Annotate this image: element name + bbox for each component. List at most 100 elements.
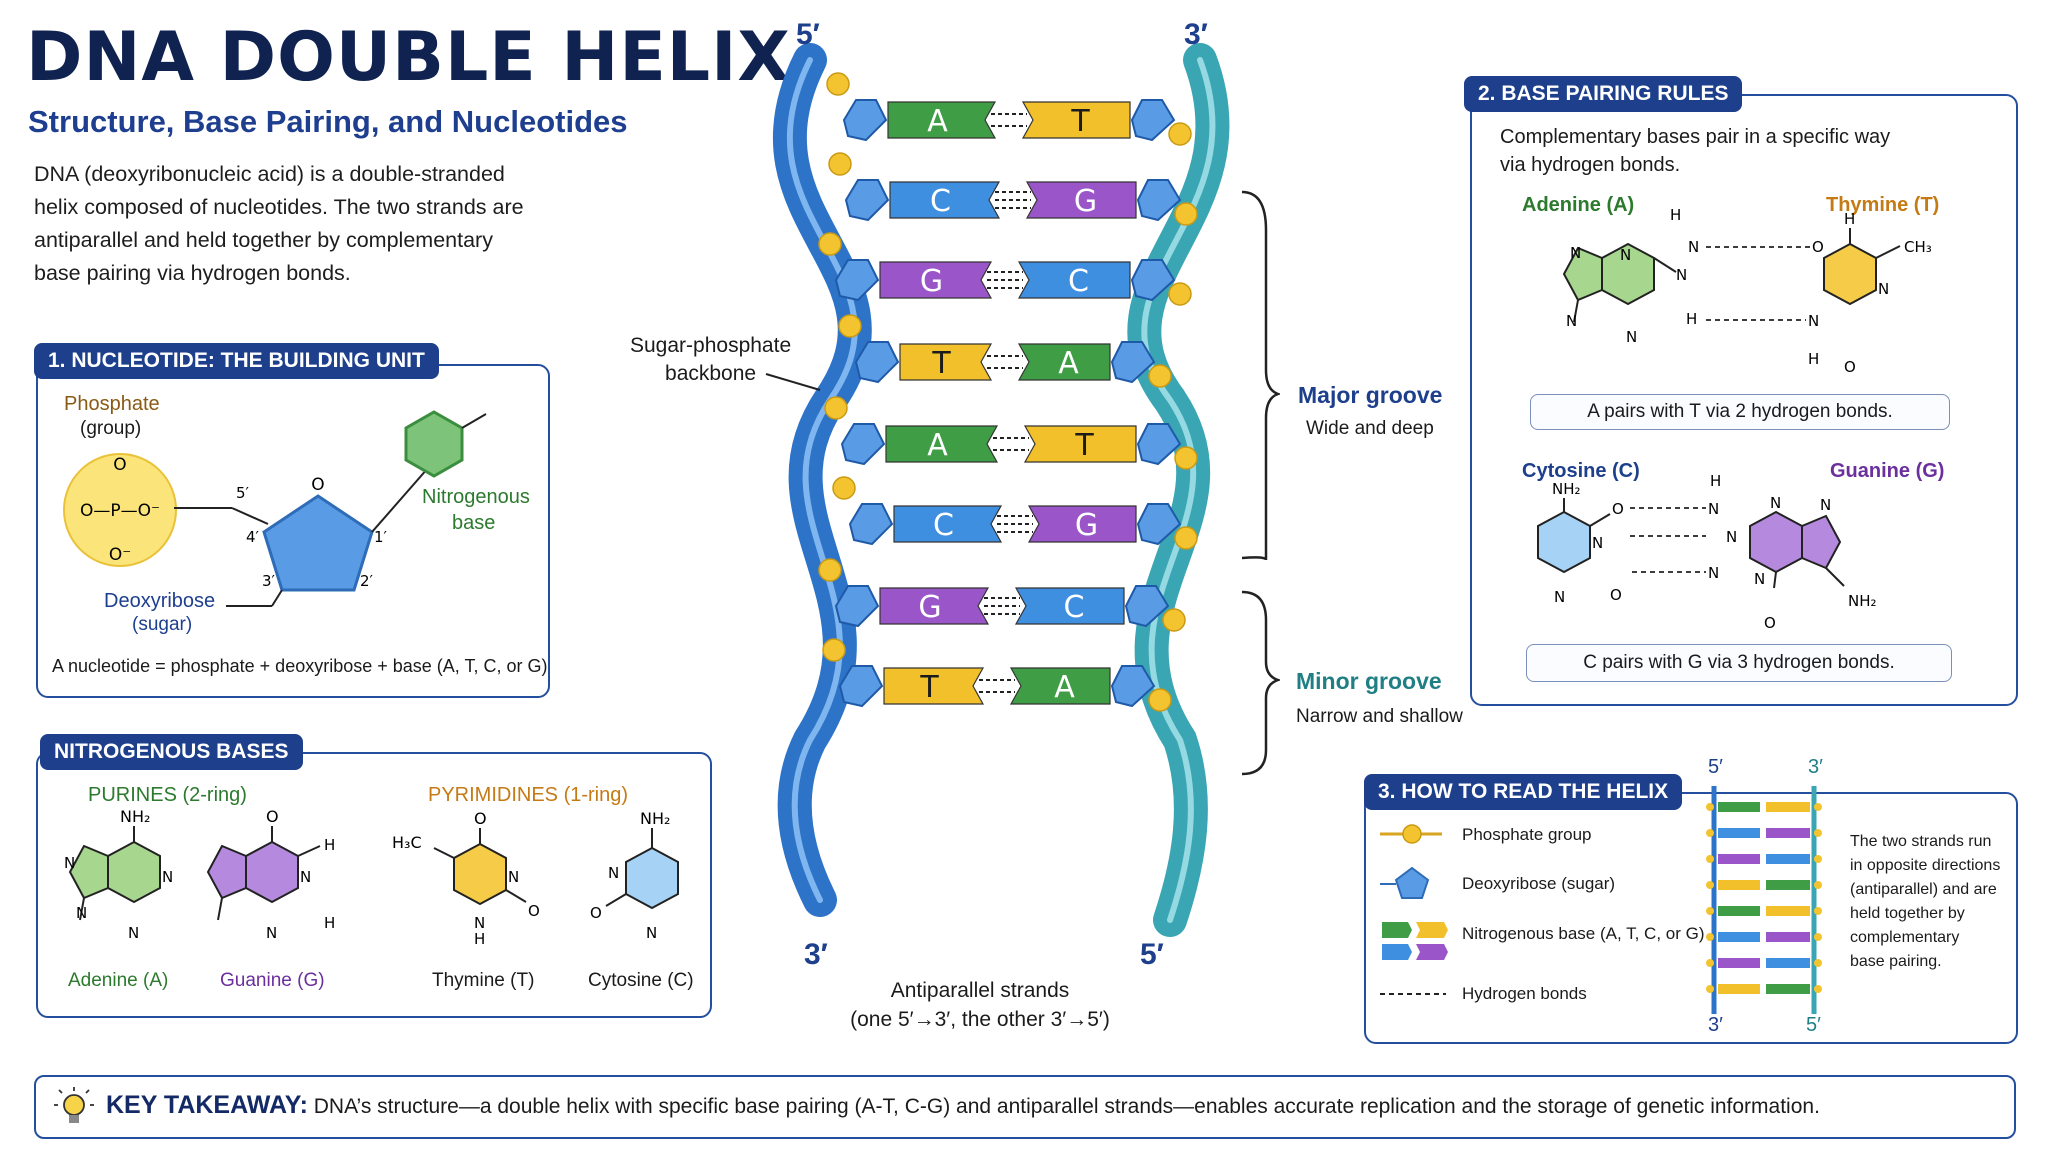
thymine-o: O — [474, 809, 487, 828]
right-base — [1014, 587, 1125, 625]
ladder-left-phosphate — [1706, 959, 1714, 967]
at-o: O — [1812, 238, 1824, 256]
right-sugar — [1136, 423, 1182, 466]
major-groove-desc: Wide and deep — [1306, 418, 1434, 439]
right-base — [1009, 667, 1111, 705]
ring-oxygen: O — [311, 475, 324, 495]
page-title: DNA DOUBLE HELIX — [26, 18, 791, 97]
left-base-letter: T — [931, 346, 951, 381]
guanine-n: N — [300, 868, 311, 886]
right-base-letter: T — [1074, 428, 1094, 463]
right-phosphate — [1162, 608, 1186, 632]
right-base-letter: T — [1070, 104, 1090, 139]
ladder-right-base — [1766, 854, 1810, 864]
reading-note-line: held together by — [1850, 905, 1965, 922]
bases-structures: NH₂ N N N N O H N H N O H₃C N O N H NH₂ … — [64, 807, 679, 948]
guanine-h: H — [324, 836, 335, 854]
page-subtitle: Structure, Base Pairing, and Nucleotides — [28, 104, 628, 139]
cg-n: N — [1754, 570, 1765, 588]
cytosine-nh2: NH₂ — [640, 809, 670, 828]
right-phosphate — [1174, 526, 1198, 550]
guanine-n: N — [266, 924, 277, 942]
ladder-left-phosphate — [1706, 803, 1714, 811]
lightbulb-icon — [54, 1087, 94, 1123]
at-n: N — [1626, 328, 1637, 346]
ladder-right-base — [1766, 932, 1810, 942]
left-sugar — [844, 179, 890, 222]
left-sugar — [854, 341, 900, 384]
minor-groove-desc: Narrow and shallow — [1296, 706, 1463, 727]
right-base — [1023, 425, 1137, 463]
right-phosphate — [1174, 446, 1198, 470]
ladder-bottom-right: 5′ — [1806, 1014, 1821, 1036]
ladder-right-phosphate — [1814, 985, 1822, 993]
ladder-left-phosphate — [1706, 933, 1714, 941]
helix-bottom-right-label: 5′ — [1140, 938, 1164, 971]
ladder-right-base — [1766, 880, 1810, 890]
pairing-tab: 2. BASE PAIRING RULES — [1464, 76, 1743, 112]
right-base — [1025, 181, 1137, 219]
adenine-n: N — [162, 868, 173, 886]
at-h: H — [1808, 350, 1819, 368]
groove-braces — [1241, 190, 1280, 776]
right-sugar — [1130, 259, 1176, 302]
ladder-left-phosphate — [1706, 985, 1714, 993]
left-base-letter: G — [920, 264, 943, 299]
left-sugar — [840, 423, 886, 466]
right-phosphate — [1174, 202, 1198, 226]
intro-line: antiparallel and held together by comple… — [34, 228, 493, 252]
at-h: H — [1686, 310, 1697, 328]
major-groove-label: Major groove — [1298, 382, 1443, 408]
ladder-rungs — [1706, 802, 1822, 994]
right-base-letter: A — [1058, 346, 1079, 381]
at-rule: A pairs with T via 2 hydrogen bonds. — [1530, 394, 1950, 430]
ladder-right-base — [1766, 802, 1810, 812]
right-base-letter: A — [1054, 670, 1075, 705]
helix-top-left-label: 5′ — [796, 18, 820, 51]
cg-h: H — [1710, 472, 1721, 490]
right-base — [1027, 505, 1137, 543]
pairing-adenine-label: Adenine (A) — [1522, 194, 1635, 216]
left-base — [899, 343, 993, 381]
key-takeaway-label: KEY TAKEAWAY: — [106, 1091, 308, 1119]
at-n: N — [1808, 312, 1819, 330]
nucleotide-diagram: O O—P—O⁻ O⁻ O 5′ 4′ 3′ 2′ 1′ — [63, 410, 487, 607]
thymine-o: O — [528, 902, 540, 920]
cg-o: O — [1612, 500, 1624, 518]
thymine-n: N — [508, 868, 519, 886]
at-ch3: CH₃ — [1904, 238, 1932, 256]
key-takeaway-text: KEY TAKEAWAY: DNA’s structure—a double h… — [106, 1091, 1820, 1120]
base-legend-g — [1416, 944, 1448, 960]
sugar-sublabel: (sugar) — [132, 614, 193, 635]
at-pair-structure: N N N N N H N H O H CH₃ N N H O — [1562, 206, 1932, 376]
reading-note-line: base pairing. — [1850, 953, 1942, 970]
reading-note-line: (antiparallel) and are — [1850, 881, 1997, 898]
reading-note-line: complementary — [1850, 929, 1960, 946]
ladder-right-phosphate — [1814, 829, 1822, 837]
phosphate-legend-label: Phosphate group — [1462, 825, 1592, 844]
guanine-o: O — [266, 807, 279, 826]
base-hexagon — [404, 410, 464, 478]
helix-caption: Antiparallel strands (one 5′→3′, the oth… — [850, 976, 1110, 1034]
right-base-letter: C — [1068, 264, 1089, 299]
right-sugar — [1110, 341, 1156, 384]
pairing-intro-line: Complementary bases pair in a specific w… — [1500, 126, 1891, 148]
reading-note-line: The two strands run — [1850, 833, 1992, 850]
reading-tab: 3. HOW TO READ THE HELIX — [1364, 774, 1683, 810]
right-sugar — [1136, 503, 1182, 546]
pairing-thymine-label: Thymine (T) — [1826, 194, 1940, 216]
adenine-n: N — [76, 904, 87, 922]
base-methyl-bond — [461, 413, 487, 429]
pairing-intro-line: via hydrogen bonds. — [1500, 154, 1681, 176]
left-base — [883, 667, 985, 705]
left-phosphate — [826, 72, 850, 96]
ladder-top-left: 5′ — [1708, 756, 1723, 778]
ladder-left-base — [1718, 854, 1760, 864]
cg-n: N — [1554, 588, 1565, 606]
right-base — [1021, 101, 1131, 139]
right-sugar — [1124, 585, 1170, 628]
